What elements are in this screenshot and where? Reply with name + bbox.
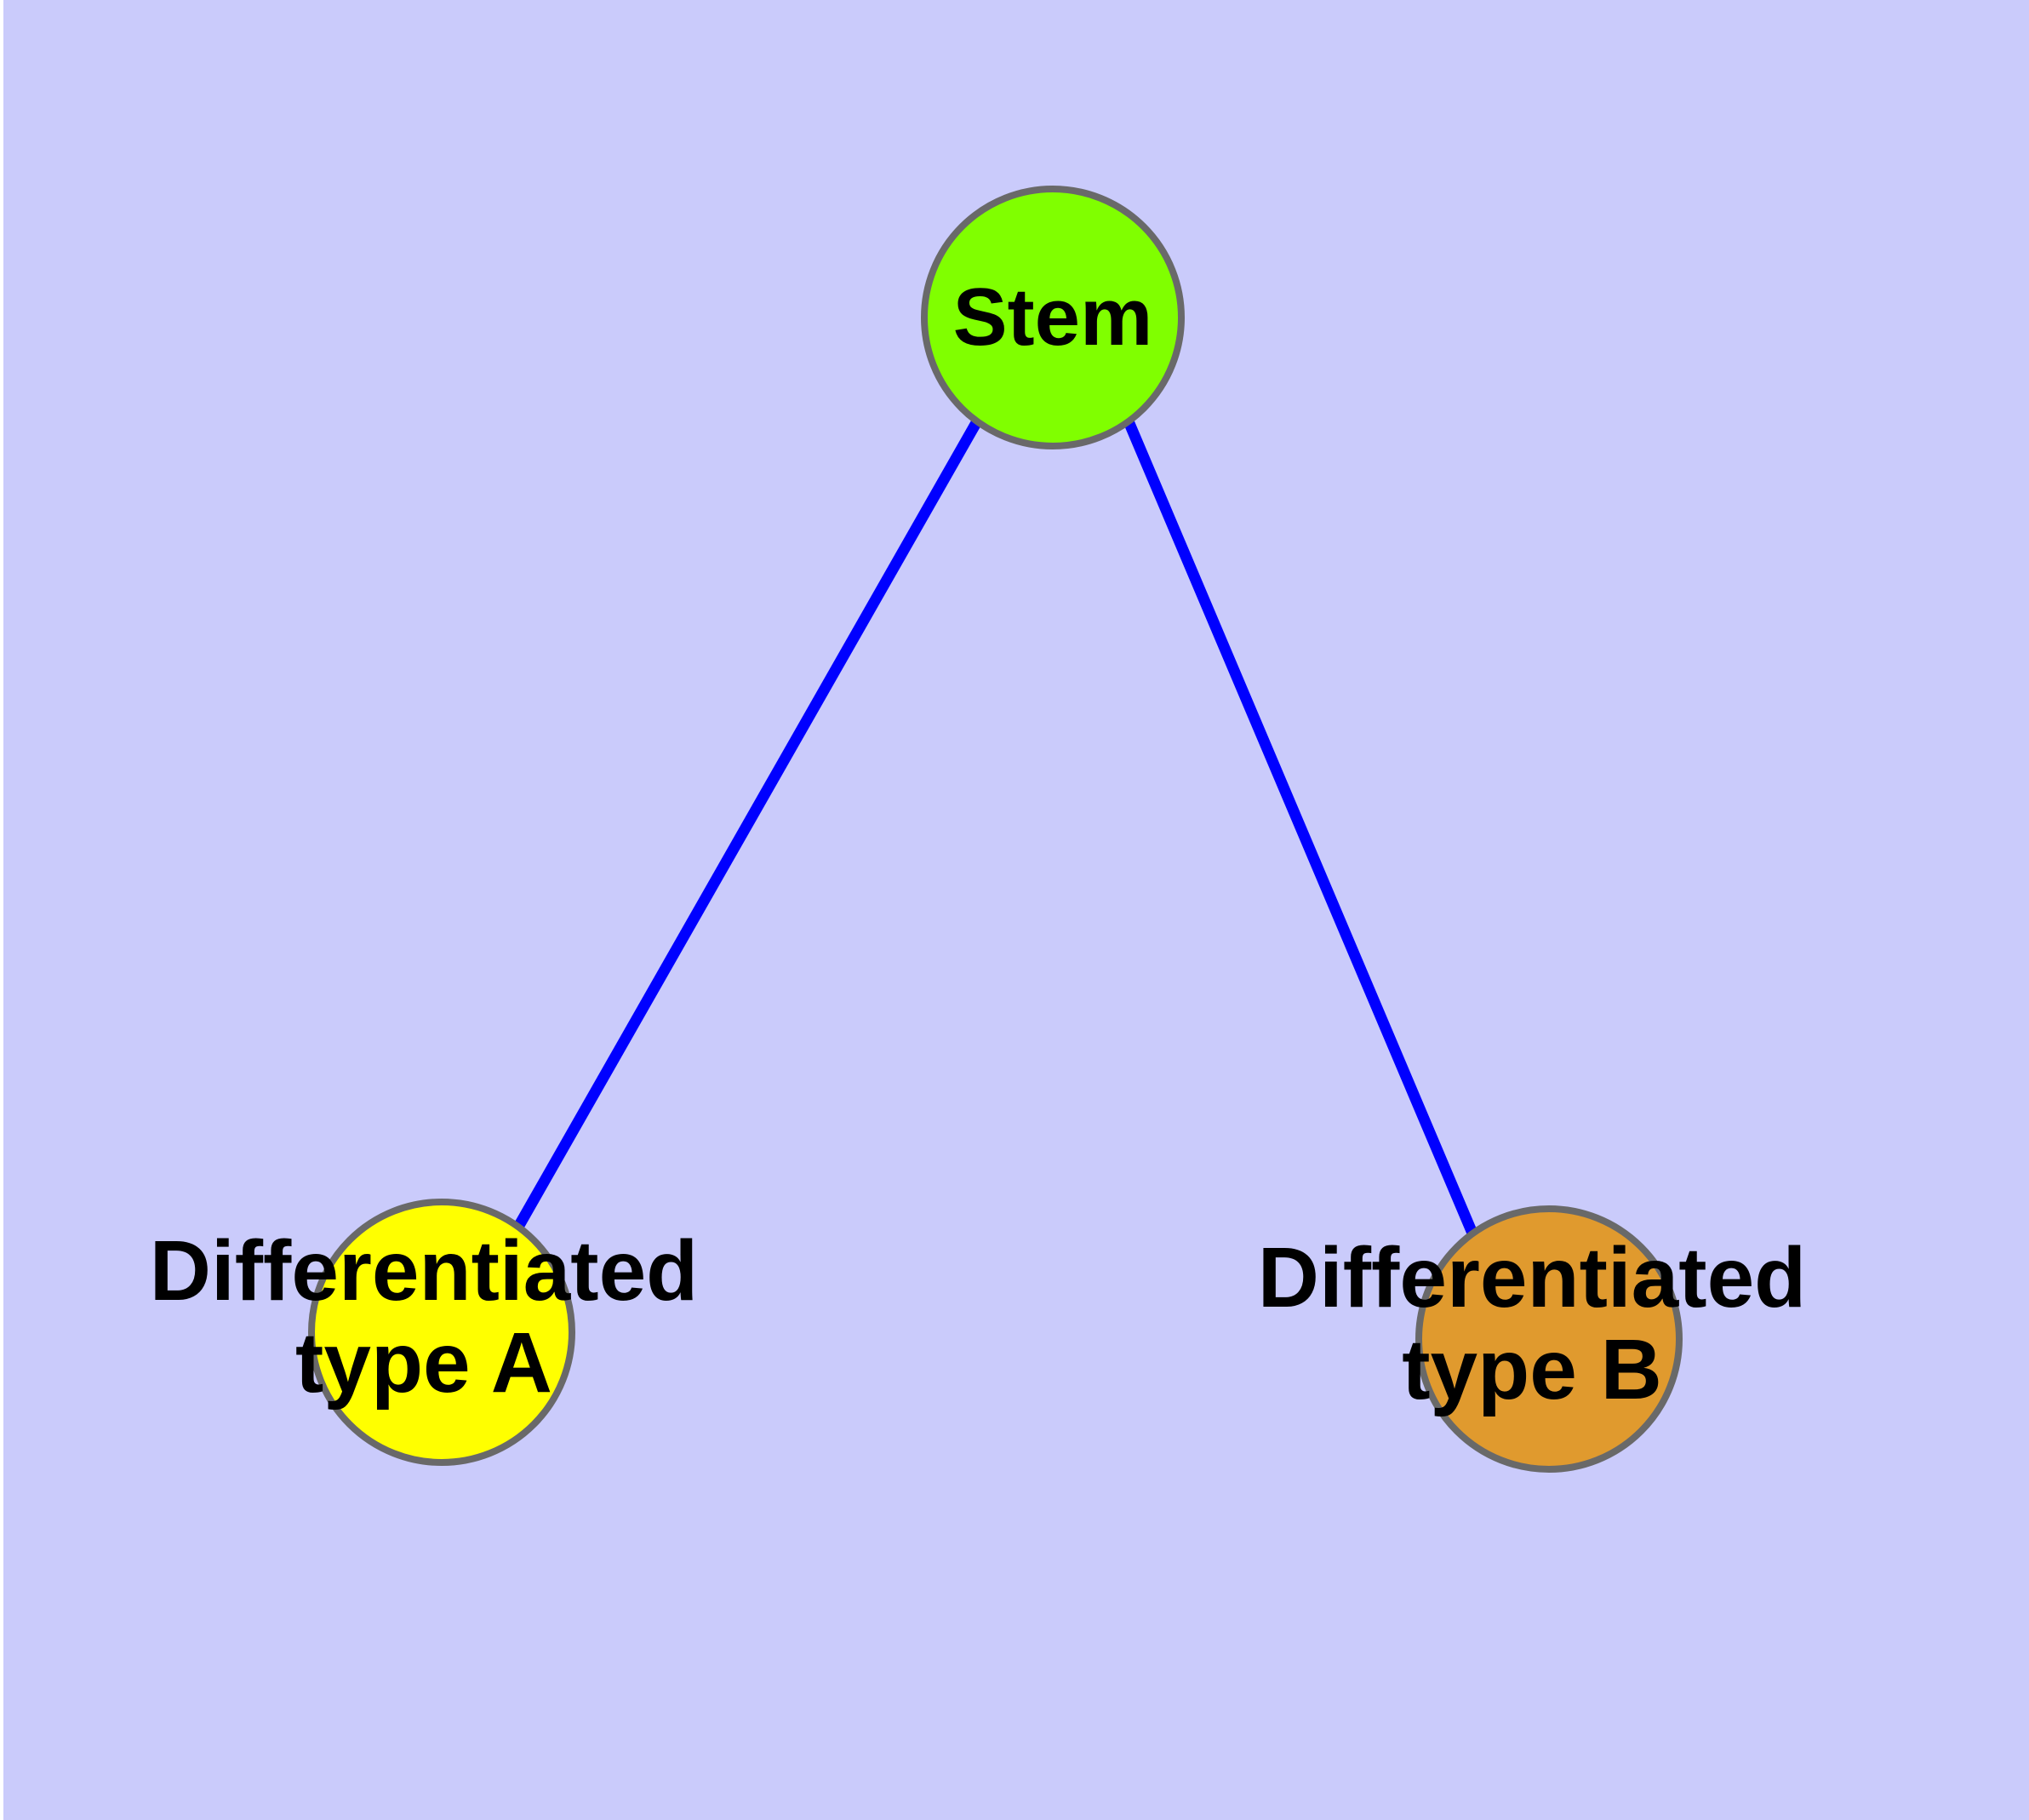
graph-node-diff-a[interactable]	[308, 1199, 575, 1466]
nodes-group	[308, 186, 1683, 1473]
node-label-line: Differentiated	[1258, 1230, 1807, 1325]
node-label-line: Differentiated	[150, 1223, 699, 1319]
node-label-line: type A	[295, 1315, 552, 1411]
graph-edge-stem-to-a	[512, 418, 982, 1232]
edges-group	[512, 418, 1478, 1238]
graph-edge-stem-to-b	[1123, 419, 1478, 1238]
node-label-line: Stem	[953, 272, 1153, 363]
node-label-stem: Stem	[953, 272, 1153, 363]
graph-node-diff-b[interactable]	[1415, 1205, 1683, 1473]
node-label-line: type B	[1402, 1322, 1662, 1417]
graph-node-stem[interactable]	[921, 186, 1185, 449]
